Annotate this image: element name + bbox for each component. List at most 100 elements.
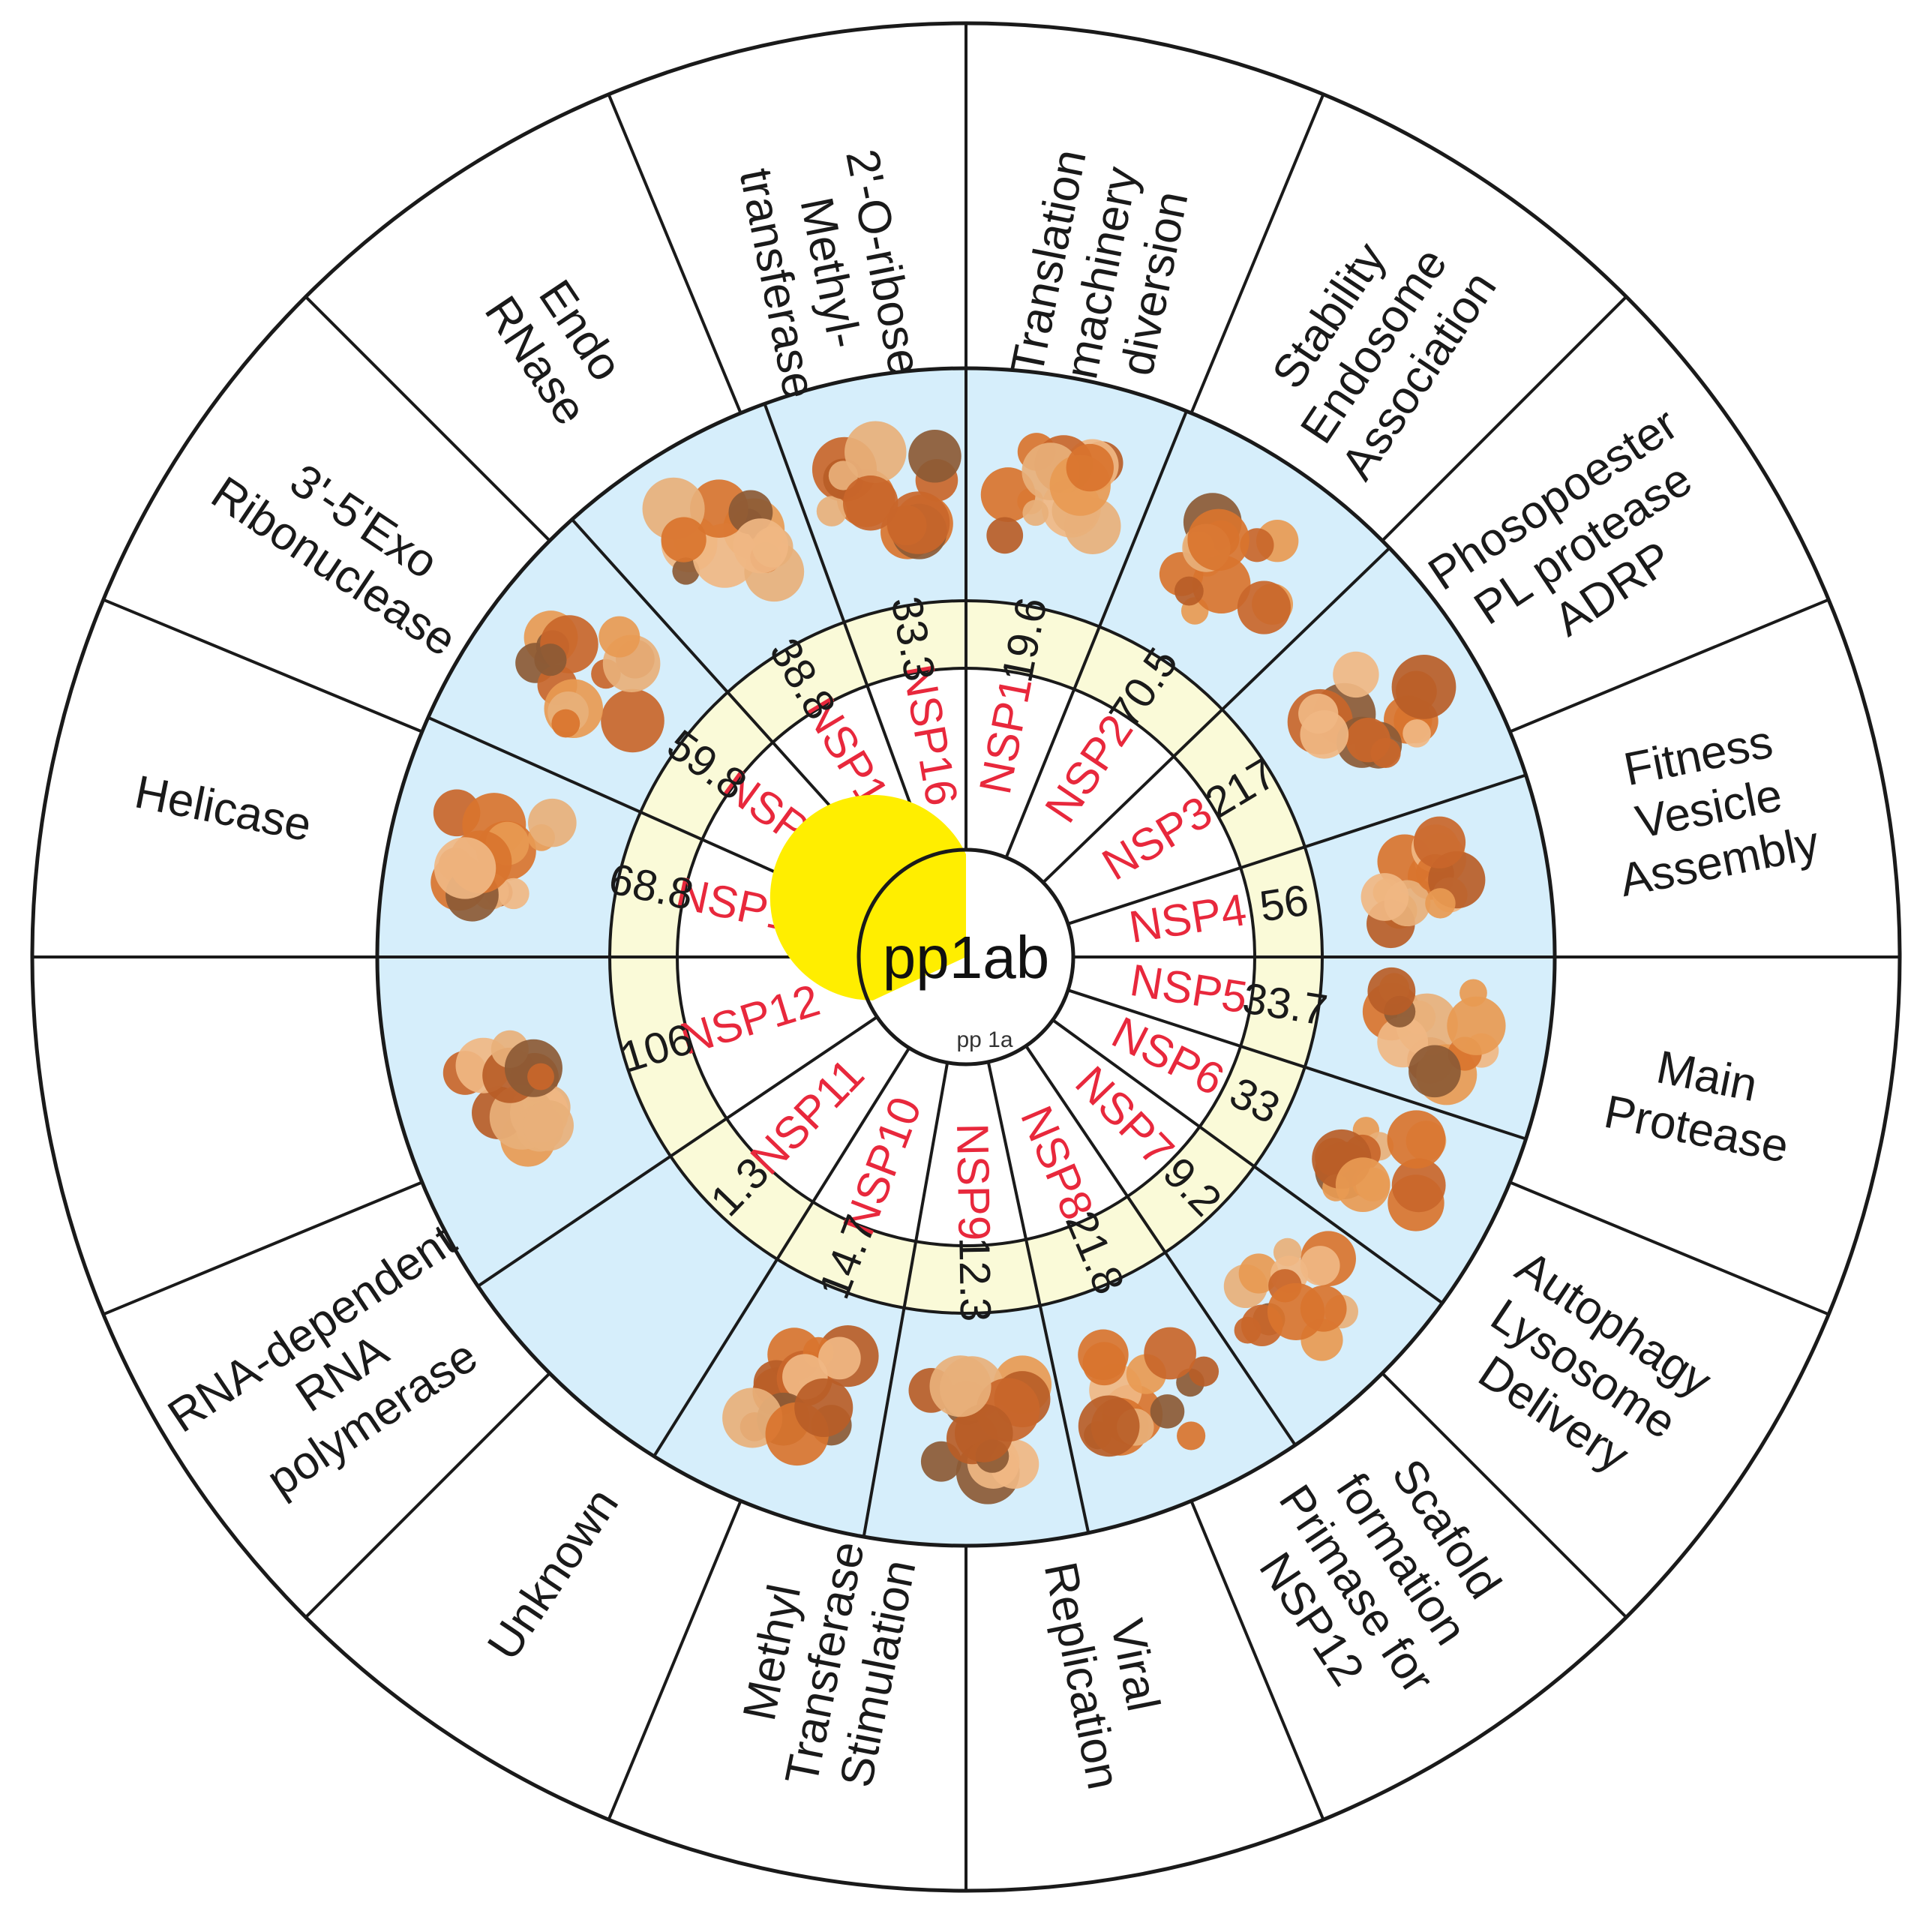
structure-blob — [886, 491, 950, 554]
outer-sector-divider — [304, 1372, 551, 1618]
structure-blob — [794, 1378, 854, 1437]
structure-blob — [661, 517, 706, 562]
inner-sector-divider — [1042, 547, 1391, 884]
structure-blob — [842, 476, 898, 531]
inner-sector-divider — [986, 1061, 1090, 1534]
center-sub-label: pp 1a — [956, 1028, 1012, 1052]
structure-blob — [1402, 719, 1431, 748]
structure-blob — [1237, 580, 1291, 634]
structure-blob — [1408, 1045, 1461, 1098]
inner-sector-divider — [1024, 1045, 1297, 1446]
structure-blob — [1413, 816, 1466, 868]
outer-sector-divider — [1381, 296, 1628, 542]
structure-blob — [1177, 1421, 1206, 1450]
structure-blob — [498, 878, 530, 910]
structure-blob — [986, 517, 1024, 554]
structure-blob — [523, 1100, 574, 1151]
structure-blob — [816, 496, 848, 526]
hub-white-wedge — [966, 854, 1033, 957]
nsp6-structure-icon — [1312, 1110, 1447, 1232]
structure-blob — [527, 1063, 554, 1090]
molecular-weight-nsp9: 12.3 — [950, 1237, 1000, 1322]
structure-blob — [1066, 443, 1114, 492]
outer-sector-divider — [1381, 1372, 1628, 1618]
structure-blob — [1174, 576, 1204, 606]
structure-blob — [1387, 1110, 1446, 1169]
structure-blob — [601, 688, 664, 753]
structure-blob — [1335, 1157, 1390, 1213]
nsp4-structure-icon — [1360, 816, 1486, 949]
structure-blob — [1082, 1342, 1126, 1386]
structure-blob — [1370, 737, 1401, 769]
inner-sector-divider — [652, 1047, 910, 1457]
nsp3-structure-icon — [1287, 651, 1456, 769]
outer-sector-divider — [1509, 598, 1829, 734]
outer-sector-divider — [103, 1180, 423, 1316]
structure-blob — [733, 518, 788, 574]
inner-sector-divider — [1004, 410, 1188, 859]
structure-blob — [1333, 651, 1379, 698]
nsp10-structure-icon — [722, 1325, 879, 1466]
structure-blob — [1267, 1282, 1325, 1341]
inner-sector-divider — [477, 1016, 878, 1288]
nsp9-structure-icon — [908, 1355, 1052, 1504]
outer-sector-divider — [1190, 1500, 1325, 1820]
inner-sector-divider — [862, 1062, 950, 1538]
structure-blob — [1360, 873, 1409, 921]
outer-sector-divider — [103, 598, 423, 734]
inner-sector-divider — [763, 403, 931, 857]
structure-blob — [1300, 710, 1349, 759]
nsp7-structure-icon — [1223, 1231, 1358, 1361]
structure-blob — [1460, 979, 1487, 1007]
structure-blob — [1391, 654, 1456, 719]
nsp15-structure-icon — [642, 477, 805, 602]
structure-blob — [528, 798, 577, 848]
nsp14-structure-icon — [515, 610, 664, 753]
nsp5-structure-icon — [1362, 967, 1506, 1106]
structure-blob — [1391, 1158, 1446, 1213]
structure-blob — [828, 460, 858, 490]
nsp-label-nsp9: NSP9 — [947, 1123, 1000, 1241]
structure-blob — [818, 1336, 861, 1380]
nsp12-structure-icon — [442, 1030, 574, 1167]
structure-blob — [1367, 967, 1416, 1016]
nsp8-structure-icon — [1078, 1327, 1220, 1457]
nsp2-structure-icon — [1159, 493, 1299, 634]
outer-sector-divider — [607, 1500, 742, 1820]
nsp1-structure-icon — [980, 433, 1124, 554]
structure-blob — [1187, 508, 1250, 572]
structure-blob — [534, 644, 567, 676]
structure-blob — [929, 1355, 992, 1418]
outer-sector-divider — [304, 296, 551, 542]
structure-blob — [955, 1404, 1013, 1462]
outer-sector-divider — [607, 94, 742, 414]
nsp16-structure-icon — [812, 421, 962, 560]
structure-blob — [1144, 1327, 1196, 1380]
structure-blob — [1188, 1356, 1220, 1387]
structure-blob — [1078, 1395, 1140, 1457]
inner-sector-divider — [1067, 988, 1527, 1141]
inner-sector-divider — [1067, 773, 1527, 926]
center-hub: pp1ab pp 1a — [770, 794, 1076, 1066]
structure-blob — [434, 837, 496, 899]
center-hub-outline — [856, 848, 1076, 1066]
pp1ab-highlight — [770, 794, 966, 1000]
protein-structures — [430, 421, 1506, 1504]
structure-blob — [1300, 1246, 1340, 1286]
molecular-weight-nsp4: 56 — [1256, 875, 1312, 931]
nsp13-structure-icon — [430, 789, 577, 922]
structure-blob — [1022, 500, 1049, 526]
structure-blob — [1150, 1394, 1185, 1429]
structure-blob — [1447, 996, 1506, 1055]
outer-sector-divider — [1509, 1180, 1829, 1316]
structure-blob — [1425, 888, 1456, 919]
structure-blob — [598, 616, 640, 658]
structure-blob — [551, 709, 580, 738]
center-label: pp1ab — [883, 924, 1049, 991]
inner-sector-divider — [1052, 1018, 1444, 1305]
structure-blob — [980, 467, 1036, 522]
structure-blob — [844, 421, 907, 483]
sector-dividers — [32, 23, 1900, 1891]
outer-sector-divider — [1190, 94, 1325, 414]
